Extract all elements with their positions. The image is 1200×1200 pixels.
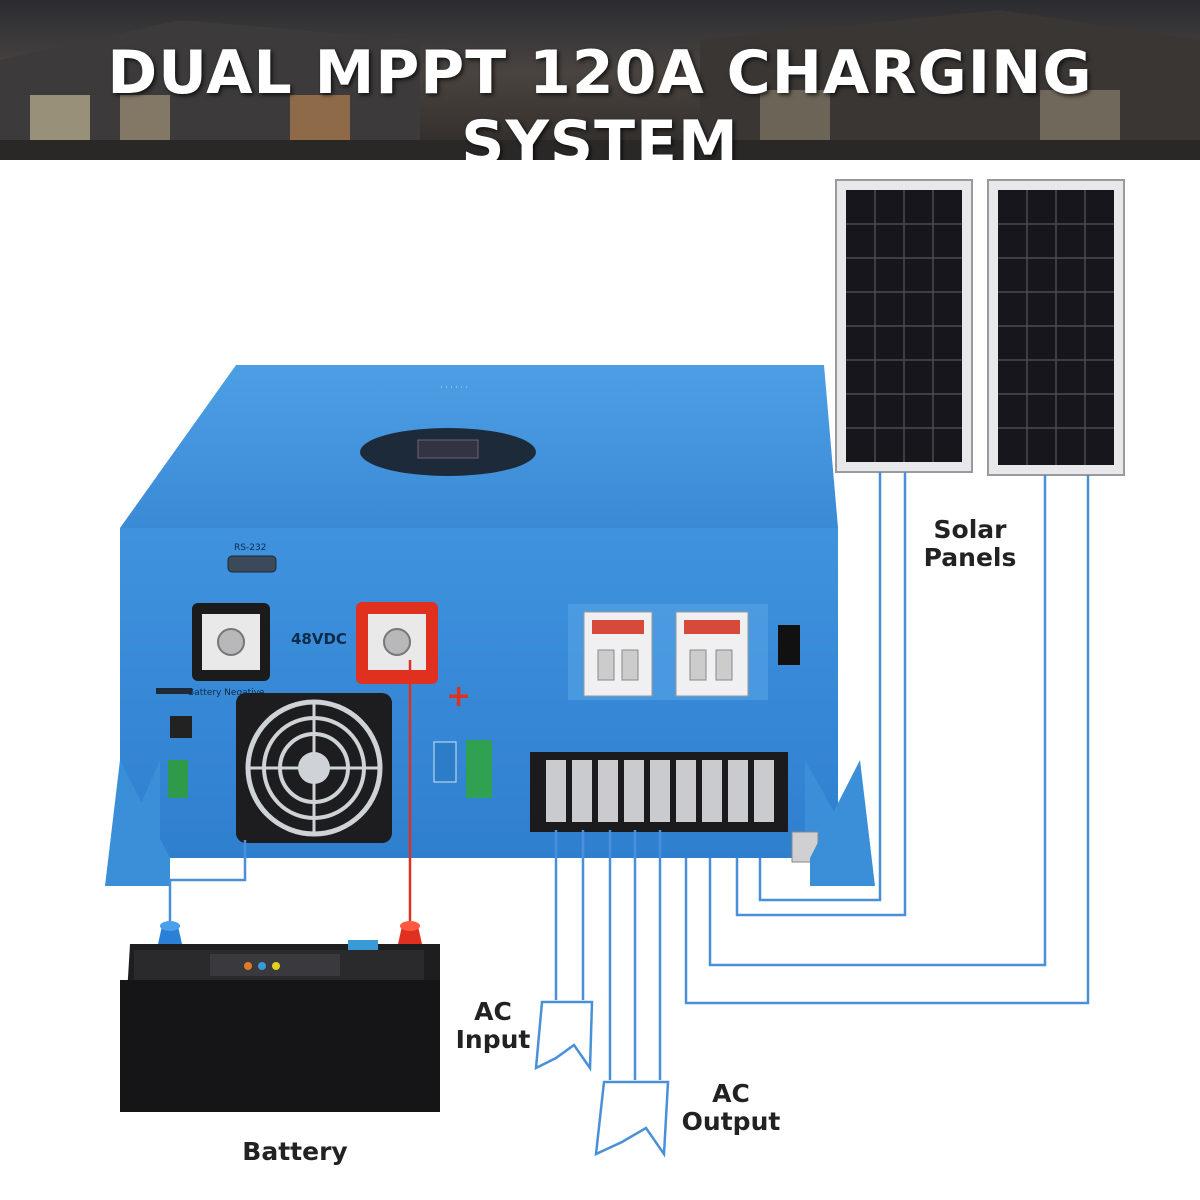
battery bbox=[120, 921, 440, 1112]
breakers-panel bbox=[568, 604, 768, 700]
ac-input-label: AC Input bbox=[448, 998, 538, 1054]
solar-wires bbox=[684, 472, 1090, 1005]
ac-output-label-line1: AC bbox=[712, 1079, 750, 1108]
header-banner: DUAL MPPT 120A CHARGING SYSTEM bbox=[0, 0, 1200, 160]
ac-output-label: AC Output bbox=[676, 1080, 786, 1136]
ac-output-plug bbox=[594, 1080, 670, 1158]
voltage-label: 48VDC bbox=[291, 630, 347, 648]
battery-label: Battery bbox=[242, 1137, 348, 1166]
page-title: DUAL MPPT 120A CHARGING SYSTEM bbox=[107, 38, 1093, 160]
rs232-port bbox=[227, 555, 277, 573]
terminal-block bbox=[530, 752, 788, 832]
ac-input-label-line2: Input bbox=[455, 1025, 531, 1054]
ac-output-label-line2: Output bbox=[681, 1107, 781, 1136]
positive-sign: + bbox=[446, 679, 471, 714]
battery-positive-terminal bbox=[356, 602, 438, 684]
battery-negative-terminal bbox=[192, 603, 270, 681]
solar-panels-label: Solar Panels bbox=[910, 516, 1030, 572]
rs232-label: RS-232 bbox=[234, 543, 266, 553]
ac-input-label-line1: AC bbox=[474, 997, 512, 1026]
house-background bbox=[0, 10, 1200, 160]
power-switch bbox=[778, 625, 800, 665]
solar-panel-1 bbox=[835, 179, 973, 473]
solar-panels-label-line2: Panels bbox=[923, 543, 1017, 572]
svg-text:· · · · · ·: · · · · · · bbox=[440, 383, 468, 392]
ac-input-plug bbox=[534, 1000, 594, 1072]
battery-negative-wire bbox=[168, 840, 247, 935]
ac-wires bbox=[554, 830, 662, 1080]
battery-negative-label: Battery Negative bbox=[188, 688, 265, 698]
solar-panel-2 bbox=[987, 179, 1125, 476]
cooling-fan bbox=[236, 693, 392, 843]
solar-panels-label-line1: Solar bbox=[933, 515, 1007, 544]
